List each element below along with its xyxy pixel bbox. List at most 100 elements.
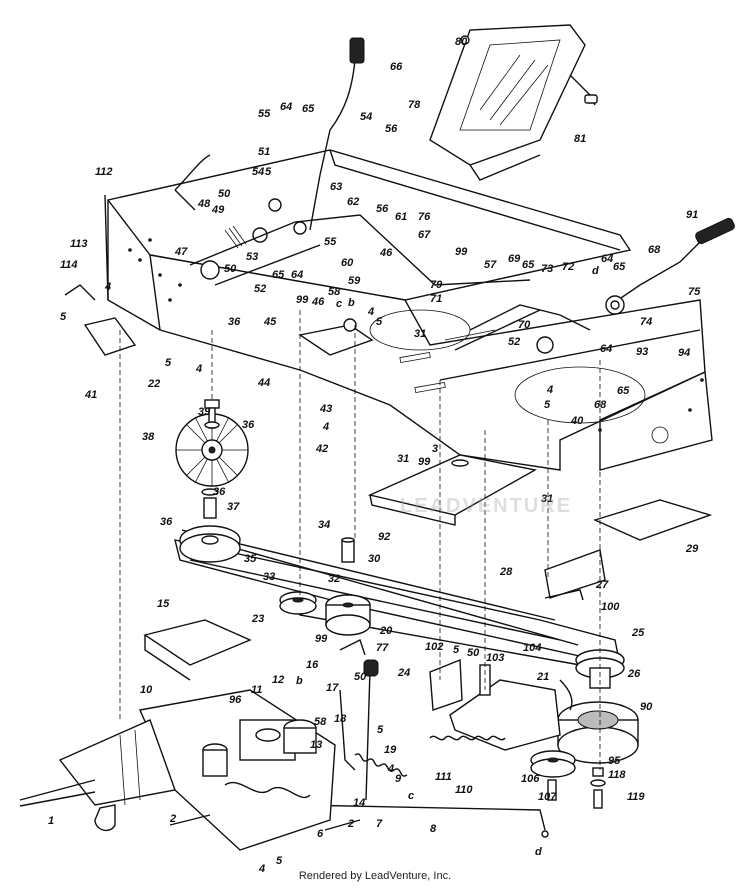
callout-64: 64 — [291, 269, 303, 281]
callout-28: 28 — [499, 566, 513, 578]
callout-5: 5 — [376, 316, 383, 328]
callout-55: 55 — [258, 108, 271, 120]
left-brackets — [64, 154, 531, 356]
callout-58: 58 — [314, 716, 327, 728]
callout-42: 42 — [315, 443, 328, 455]
pulley-33 — [279, 591, 317, 615]
callout-102: 102 — [425, 641, 443, 653]
callout-49: 49 — [211, 204, 225, 216]
callout-81: 81 — [574, 133, 586, 145]
callout-65: 65 — [613, 261, 626, 273]
callout-34: 34 — [318, 519, 330, 531]
callout-19: 19 — [384, 744, 397, 756]
callout-68: 68 — [648, 244, 661, 256]
callout-99: 99 — [315, 633, 328, 645]
callout-3: 3 — [432, 443, 438, 455]
callout-54: 54 — [360, 111, 372, 123]
callout-45: 45 — [263, 316, 277, 328]
callout-12: 12 — [272, 674, 284, 686]
callout-22: 22 — [147, 378, 160, 390]
callout-56: 56 — [385, 123, 398, 135]
callout-46: 46 — [311, 296, 325, 308]
watermark: LEADVENTURE — [400, 495, 573, 517]
callout-24: 24 — [397, 667, 410, 679]
callout-66: 66 — [390, 61, 403, 73]
spring-111 — [429, 735, 506, 741]
callout-50: 50 — [467, 647, 480, 659]
idler-bracket — [429, 658, 561, 751]
callout-36: 36 — [228, 316, 241, 328]
callout-72: 72 — [562, 261, 574, 273]
callout-79: 79 — [430, 279, 443, 291]
callout-4: 4 — [195, 363, 202, 375]
callout-65: 65 — [522, 259, 535, 271]
bolt-39 — [204, 399, 220, 429]
callout-64: 64 — [280, 101, 292, 113]
callout-25: 25 — [631, 627, 645, 639]
callout-99: 99 — [418, 456, 431, 468]
callout-96: 96 — [229, 694, 242, 706]
callout-77: 77 — [376, 642, 389, 654]
callout-71: 71 — [430, 293, 442, 305]
callout-65: 65 — [617, 385, 630, 397]
callout-c: c — [408, 790, 414, 802]
fan — [175, 413, 249, 487]
callout-4: 4 — [104, 281, 111, 293]
callout-70: 70 — [518, 319, 531, 331]
callout-14: 14 — [353, 797, 365, 809]
callout-38: 38 — [142, 431, 155, 443]
callout-4: 4 — [387, 763, 394, 775]
callout-69: 69 — [508, 253, 521, 265]
callout-9: 9 — [395, 773, 402, 785]
callout-107: 107 — [538, 791, 557, 803]
pulley-106 — [530, 750, 576, 778]
callout-2: 2 — [347, 818, 354, 830]
callout-54: 54 — [252, 166, 264, 178]
callout-95: 95 — [608, 755, 621, 767]
callout-52: 52 — [508, 336, 520, 348]
callout-113: 113 — [70, 238, 88, 250]
callout-59: 59 — [348, 275, 361, 287]
rod-8 — [299, 804, 549, 838]
callout-41: 41 — [84, 389, 97, 401]
callout-67: 67 — [418, 229, 431, 241]
callout-76: 76 — [418, 211, 431, 223]
center-linkage — [298, 304, 591, 356]
callout-99: 99 — [296, 294, 309, 306]
seat-support — [429, 24, 598, 181]
callout-48: 48 — [197, 198, 211, 210]
callout-16: 16 — [306, 659, 319, 671]
callout-50: 50 — [354, 671, 367, 683]
bolts-right — [547, 767, 606, 809]
spring-9 — [354, 753, 408, 777]
frame-holes — [128, 238, 704, 432]
callout-56: 56 — [376, 203, 389, 215]
callout-18: 18 — [334, 713, 347, 725]
callout-47: 47 — [174, 246, 188, 258]
callout-36: 36 — [160, 516, 173, 528]
callout-b: b — [296, 675, 303, 687]
callout-10: 10 — [140, 684, 153, 696]
callout-4: 4 — [258, 863, 265, 875]
callout-57: 57 — [484, 259, 497, 271]
callout-68: 68 — [594, 399, 607, 411]
callout-36: 36 — [242, 419, 255, 431]
callout-31: 31 — [397, 453, 409, 465]
callout-32: 32 — [328, 573, 340, 585]
main-frame — [104, 149, 713, 471]
callout-91: 91 — [686, 209, 698, 221]
callout-4: 4 — [322, 421, 329, 433]
callout-7: 7 — [376, 818, 383, 830]
pulley-32 — [325, 594, 371, 636]
callout-6: 6 — [317, 828, 324, 840]
callout-5: 5 — [544, 399, 551, 411]
callout-112: 112 — [95, 166, 113, 178]
callout-106: 106 — [521, 773, 540, 785]
callout-5: 5 — [276, 855, 283, 867]
transaxle — [19, 689, 361, 851]
right-lever — [605, 217, 735, 315]
callout-74: 74 — [640, 316, 652, 328]
bracket-29 — [544, 499, 713, 601]
callout-39: 39 — [198, 406, 211, 418]
callout-111: 111 — [435, 771, 452, 783]
